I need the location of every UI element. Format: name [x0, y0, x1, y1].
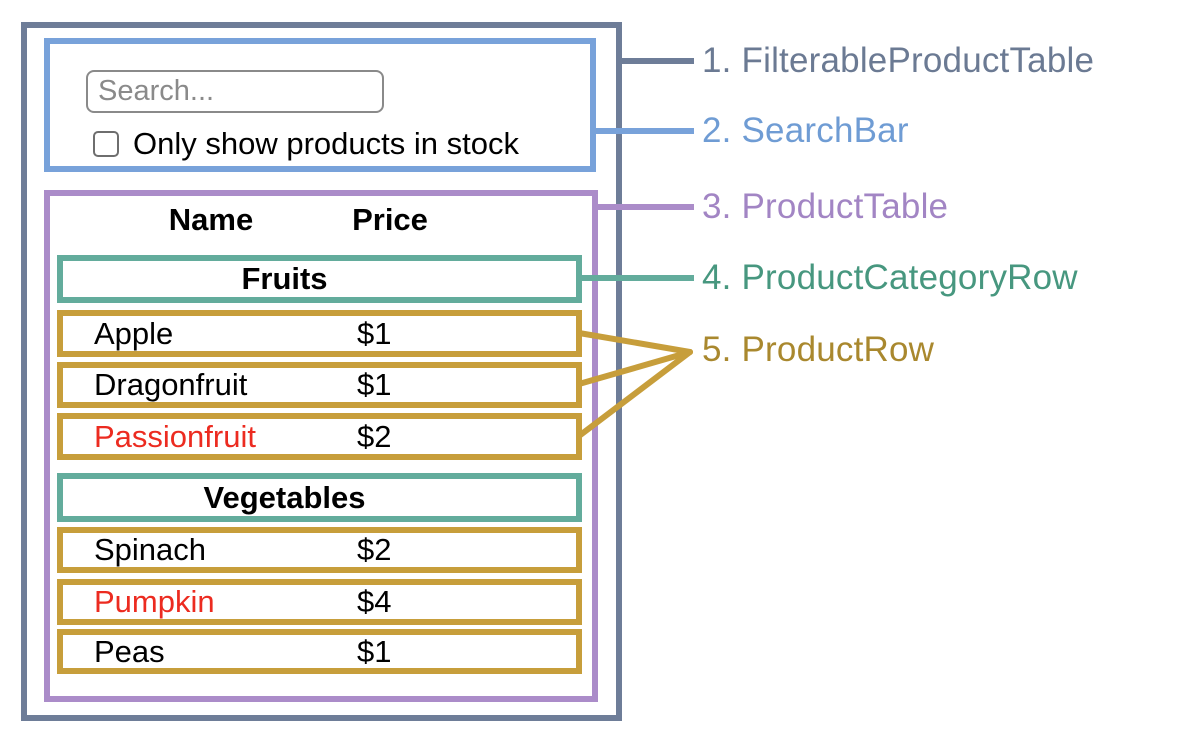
product-row-passionfruit: Passionfruit $2	[57, 413, 582, 460]
product-row-pumpkin: Pumpkin $4	[57, 579, 582, 625]
product-name: Spinach	[94, 532, 207, 567]
product-price: $2	[357, 532, 392, 567]
legend-filterable-product-table: 1. FilterableProductTable	[702, 41, 1095, 80]
category-row-fruits: Fruits	[57, 255, 582, 303]
legend-product-row: 5. ProductRow	[702, 330, 935, 369]
product-price: $1	[357, 367, 392, 402]
column-header-price: Price	[352, 202, 428, 237]
product-price: $4	[357, 584, 392, 619]
product-row-apple: Apple $1	[57, 310, 582, 357]
product-name: Passionfruit	[94, 418, 256, 454]
product-name: Dragonfruit	[94, 367, 248, 402]
in-stock-checkbox-label: Only show products in stock	[133, 126, 519, 161]
product-price: $1	[357, 633, 392, 669]
product-row-dragonfruit: Dragonfruit $1	[57, 362, 582, 408]
category-label: Fruits	[241, 261, 328, 296]
product-name: Pumpkin	[94, 584, 215, 619]
product-row-spinach: Spinach $2	[57, 527, 582, 573]
category-row-vegetables: Vegetables	[57, 473, 582, 522]
legend-product-table: 3. ProductTable	[702, 187, 949, 226]
product-price: $1	[357, 315, 392, 351]
column-header-name: Name	[168, 202, 254, 237]
category-label: Vegetables	[203, 479, 366, 515]
product-name: Peas	[94, 633, 165, 669]
in-stock-checkbox[interactable]	[93, 131, 119, 157]
product-price: $2	[357, 418, 392, 454]
legend-search-bar: 2. SearchBar	[702, 111, 909, 150]
search-input[interactable]	[86, 70, 384, 113]
product-name: Apple	[94, 315, 174, 351]
legend-product-category-row: 4. ProductCategoryRow	[702, 258, 1078, 297]
product-row-peas: Peas $1	[57, 629, 582, 674]
